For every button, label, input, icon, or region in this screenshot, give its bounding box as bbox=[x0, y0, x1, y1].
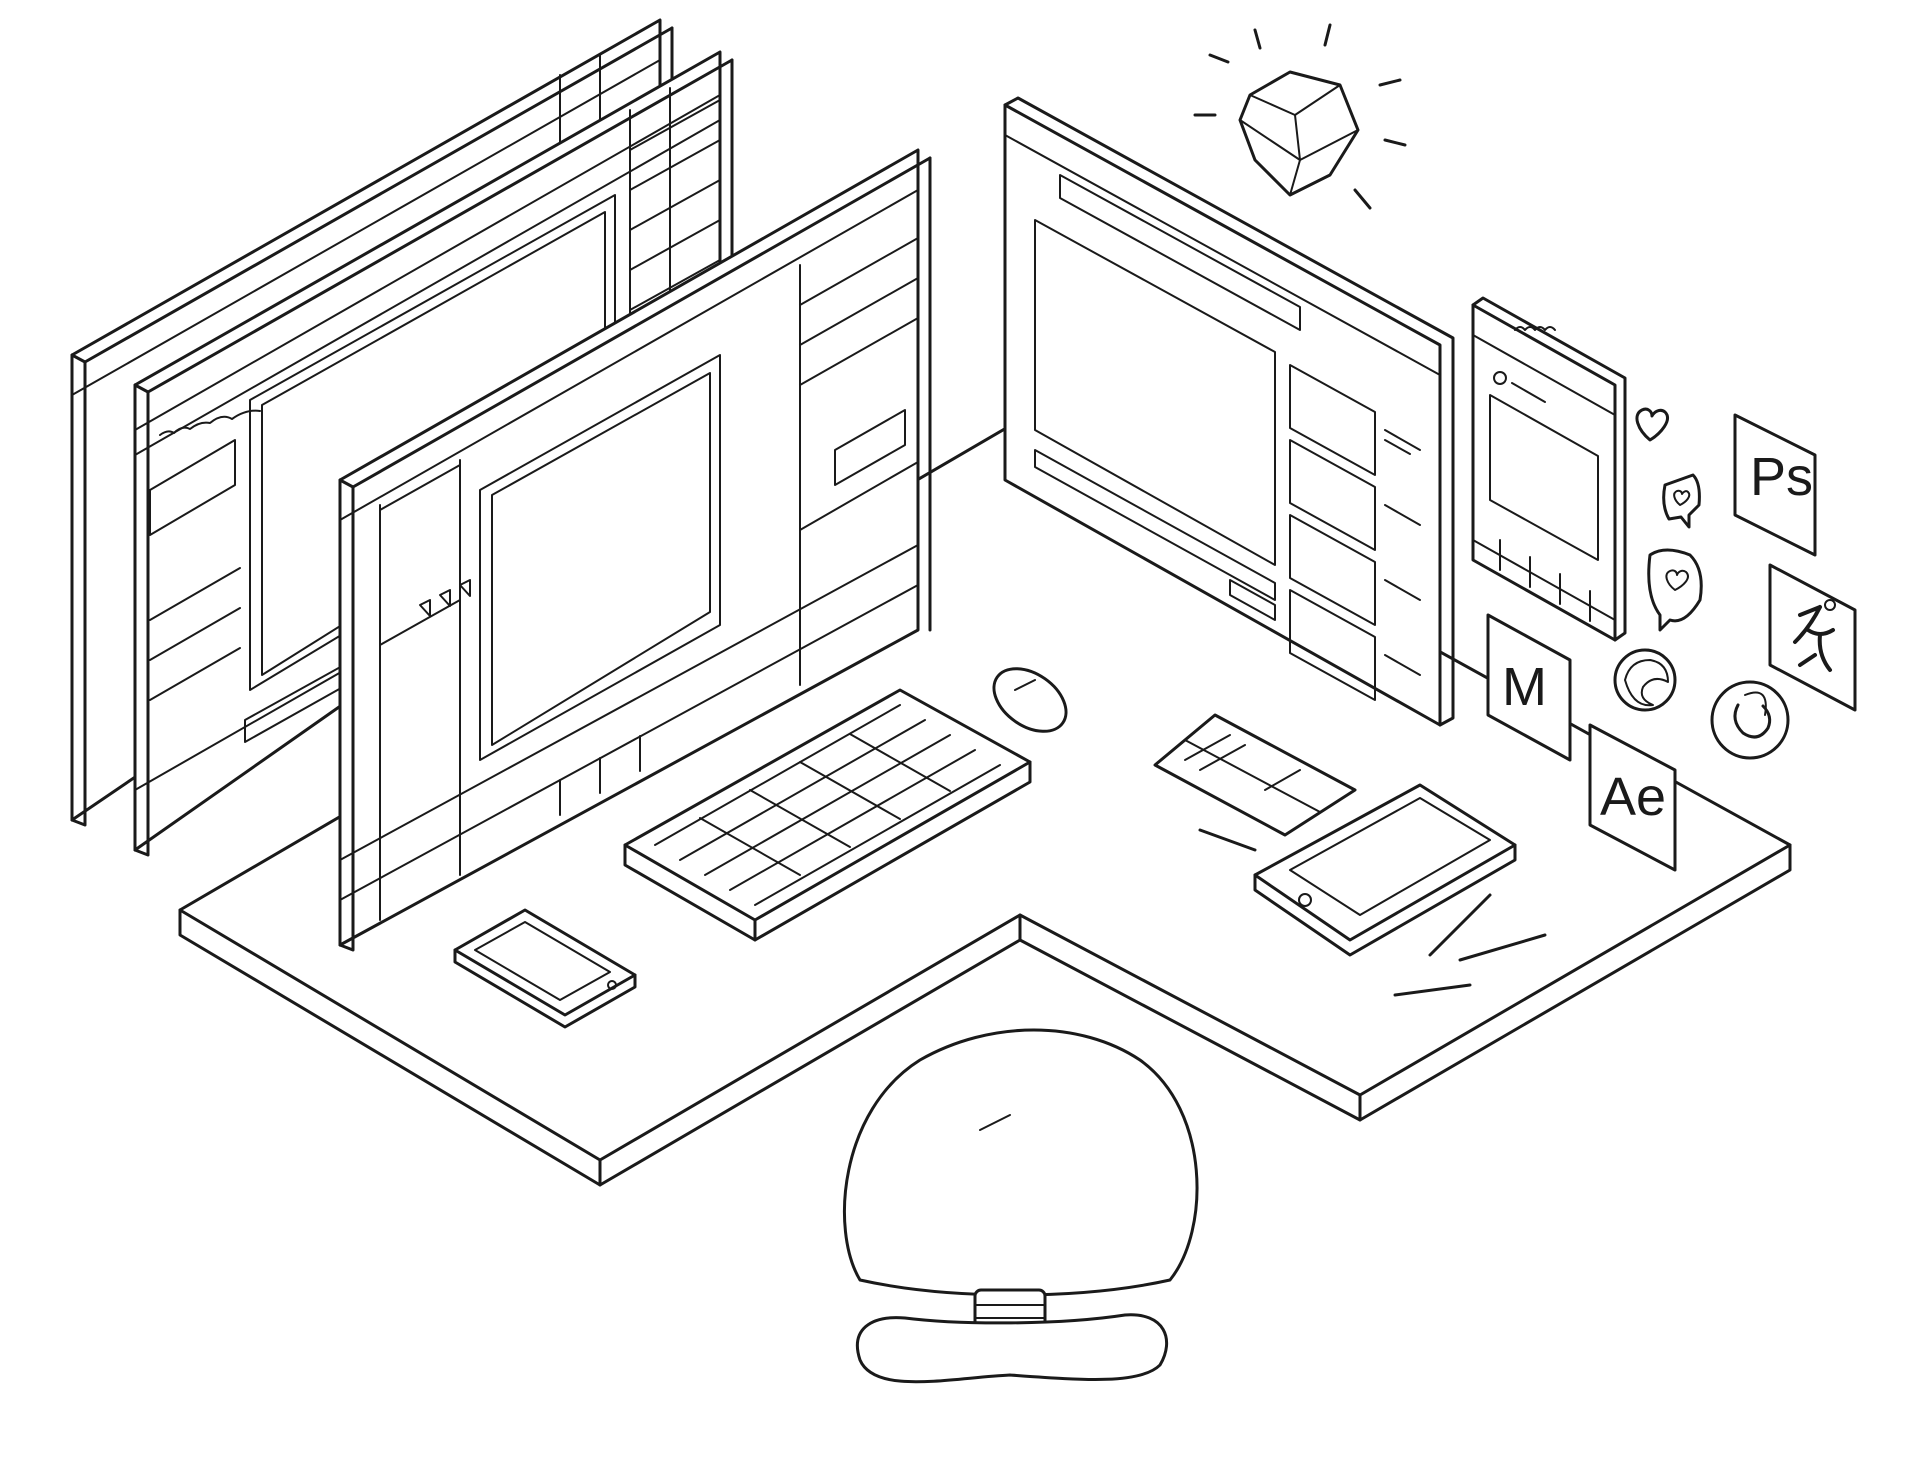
tablet bbox=[1253, 783, 1517, 957]
after-effects-icon: Ae bbox=[1588, 723, 1677, 872]
front-monitor bbox=[338, 148, 932, 952]
heart-bubble-icon bbox=[1662, 473, 1701, 529]
heart-icon bbox=[1635, 407, 1669, 442]
photoshop-label: Ps bbox=[1750, 447, 1813, 507]
polygon-model-icon bbox=[1193, 23, 1407, 210]
blender-icon bbox=[1710, 680, 1790, 760]
maya-icon: M bbox=[1486, 613, 1572, 762]
keyboard bbox=[623, 688, 1032, 942]
maya-label: M bbox=[1502, 657, 1547, 717]
office-chair bbox=[843, 1028, 1199, 1384]
right-monitor bbox=[1003, 96, 1455, 727]
after-effects-label: Ae bbox=[1600, 767, 1666, 827]
stylus-pens bbox=[1198, 828, 1547, 997]
photoshop-icon: Ps bbox=[1733, 413, 1817, 557]
small-phone bbox=[453, 908, 637, 1029]
edge-browser-icon bbox=[1613, 648, 1677, 712]
zbrush-icon bbox=[1768, 563, 1857, 712]
mouse bbox=[992, 667, 1068, 733]
chat-heart-icon bbox=[1647, 548, 1703, 632]
open-notebook bbox=[1153, 713, 1357, 837]
phone-social-app bbox=[1471, 296, 1627, 642]
